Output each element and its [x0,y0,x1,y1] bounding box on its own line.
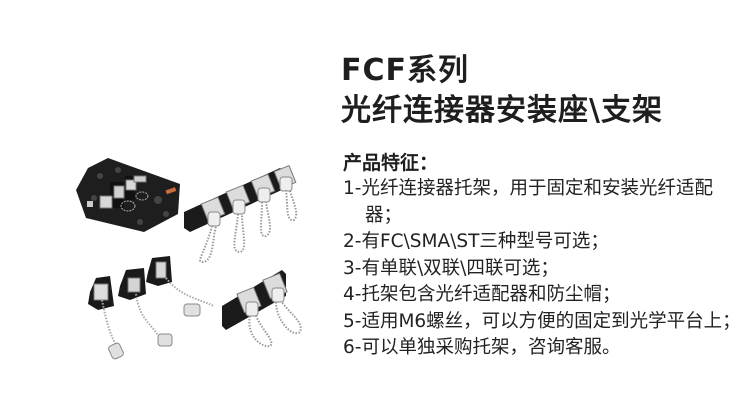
feature-item: 5-适用M6螺丝，可以方便的固定到光学平台上； [343,310,741,332]
features-section: 产品特征： 1-光纤连接器托架，用于固定和安装光纤适配器； 2-有FC\SMA\… [343,150,743,362]
feature-item: 6-可以单独采购托架，咨询客服。 [343,337,621,358]
feature-item: 4-托架包含光纤适配器和防尘帽； [343,284,621,305]
title-block: FCF系列 光纤连接器安装座\支架 [341,52,663,132]
product-images [0,0,330,400]
features-list: 1-光纤连接器托架，用于固定和安装光纤适配器； 2-有FC\SMA\ST三种型号… [343,176,743,362]
feature-item: 1-光纤连接器托架，用于固定和安装光纤适配器； [343,178,713,226]
series-title: FCF系列 [341,53,470,88]
features-heading: 产品特征： [343,152,439,174]
product-title: 光纤连接器安装座\支架 [341,93,663,128]
feature-item: 3-有单联\双联\四联可选； [343,257,559,279]
feature-item: 2-有FC\SMA\ST三种型号可选； [343,231,609,252]
